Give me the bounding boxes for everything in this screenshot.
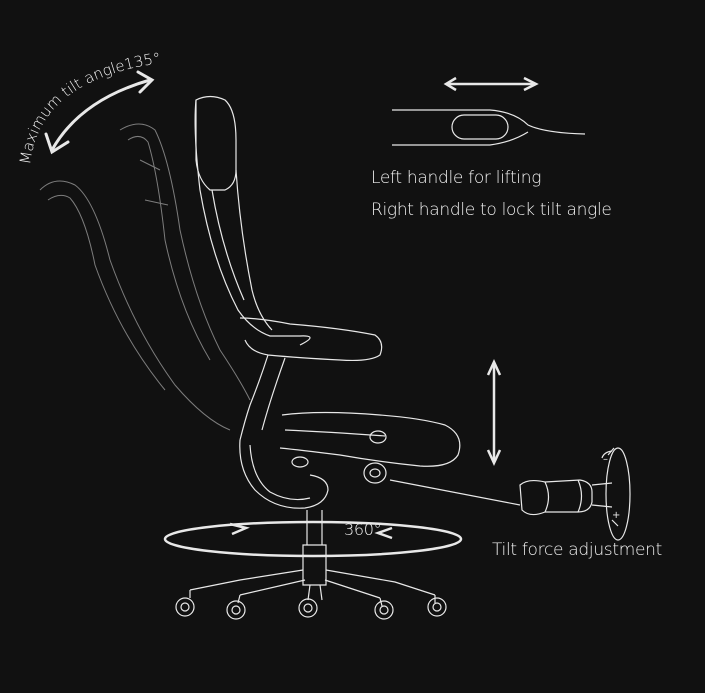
left-handle-label: Left handle for lifting (371, 168, 542, 188)
svg-text:+: + (612, 510, 620, 521)
tilt-force-knob: – + (389, 447, 631, 541)
tilt-force-label: Tilt force adjustment (492, 540, 662, 560)
wheel-base (189, 569, 436, 601)
right-handle-label: Right handle to lock tilt angle (371, 200, 612, 220)
chair-upright (175, 95, 461, 620)
seat (279, 411, 461, 467)
backrest (194, 99, 311, 346)
headrest (195, 95, 237, 191)
svg-text:–: – (603, 454, 608, 465)
gas-cylinder (302, 510, 327, 586)
casters (175, 597, 447, 620)
tilt-arc-arrow (44, 70, 155, 155)
lift-arrow (486, 359, 502, 466)
handle-diagram (392, 76, 586, 146)
rotation-indicator (163, 520, 463, 558)
tilted-backrest-ghosts (39, 123, 251, 431)
rotation-label: 360° (344, 520, 382, 539)
armrest (239, 317, 383, 362)
